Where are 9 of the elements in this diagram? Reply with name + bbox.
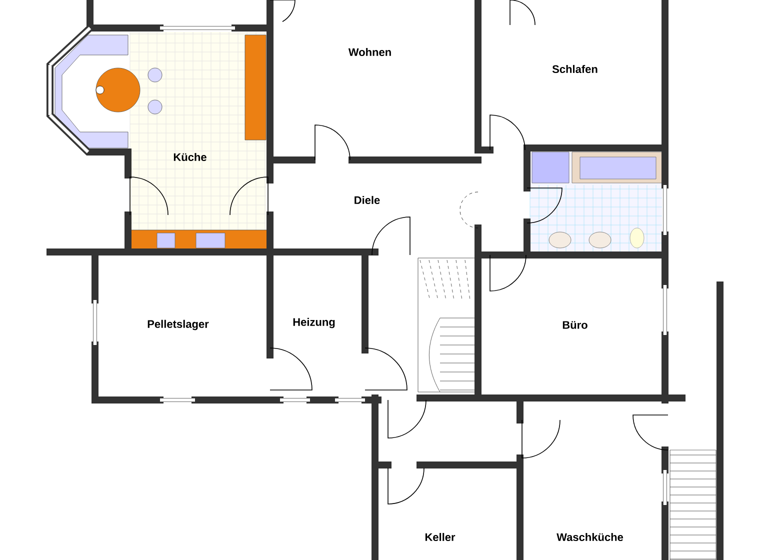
room-label: Wohnen (348, 48, 391, 56)
room-label: Keller (425, 532, 456, 542)
room-label: Waschküche (556, 532, 624, 542)
room-label: Schlafen (552, 64, 598, 74)
room-label: Pelletslager (148, 320, 209, 330)
room-label: Büro (562, 321, 588, 329)
room-label: Diele (354, 196, 380, 204)
room-label: Küche (174, 152, 206, 162)
room-label: Heizung (293, 318, 335, 328)
